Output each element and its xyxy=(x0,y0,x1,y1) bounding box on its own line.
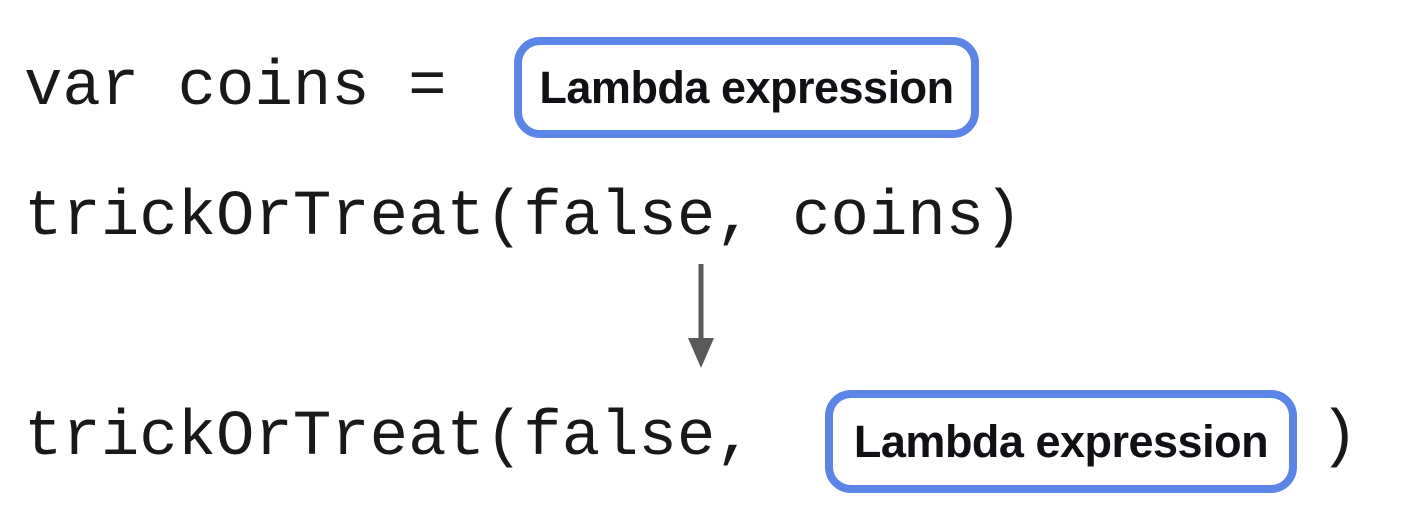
code-closing-paren: ) xyxy=(1320,402,1359,474)
lambda-expression-label-top: Lambda expression xyxy=(539,61,954,113)
code-trickortreat-call-after-prefix: trickOrTreat(false, xyxy=(24,402,754,474)
lambda-expression-box-top: Lambda expression xyxy=(514,37,979,138)
lambda-expression-label-bottom: Lambda expression xyxy=(853,415,1269,467)
code-var-coins-assignment: var coins = xyxy=(24,52,447,124)
code-trickortreat-call-before: trickOrTreat(false, coins) xyxy=(24,182,1023,254)
down-arrow-icon xyxy=(688,264,714,368)
lambda-expression-box-bottom: Lambda expression xyxy=(825,390,1297,493)
